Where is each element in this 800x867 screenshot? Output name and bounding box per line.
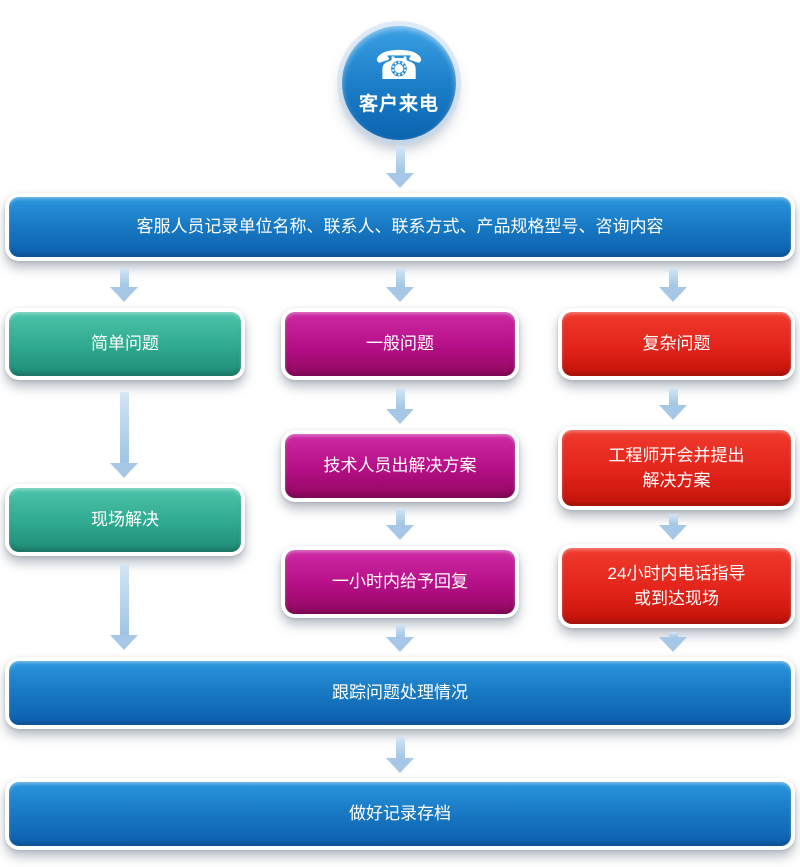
arrow-stem [119,564,129,636]
arrow-head [659,637,687,652]
arrow-stem [395,146,405,174]
node-tech-solution: 技术人员出解决方案 [281,430,519,502]
flow-arrow-down-icon [386,146,414,188]
node-24h-phone-guidance-label: 24小时内电话指导 或到达现场 [562,548,791,624]
node-simple-problem-label: 简单问题 [9,312,241,376]
arrow-stem [395,624,405,638]
node-general-problem-label: 一般问题 [285,312,515,376]
node-tech-solution-label: 技术人员出解决方案 [285,434,515,498]
arrow-stem [119,392,129,464]
node-general-problem: 一般问题 [281,308,519,380]
node-onsite-solve: 现场解决 [5,484,245,556]
flow-arrow-down-icon [386,737,414,773]
arrow-stem [668,632,678,638]
arrow-stem [668,268,678,288]
flow-arrow-down-icon [110,268,138,302]
arrow-head [110,287,138,302]
arrow-head [386,758,414,773]
flow-arrow-down-icon [110,564,138,650]
node-engineer-meeting: 工程师开会并提出 解决方案 [558,426,795,510]
node-onsite-solve-label: 现场解决 [9,488,241,552]
node-24h-phone-guidance: 24小时内电话指导 或到达现场 [558,544,795,628]
flow-arrow-down-icon [659,388,687,420]
arrow-head [386,637,414,652]
arrow-head [110,635,138,650]
arrow-stem [395,268,405,288]
arrow-head [659,525,687,540]
arrow-head [386,287,414,302]
node-complex-problem-label: 复杂问题 [562,312,791,376]
start-node-label: 客户来电 [358,94,439,115]
arrow-stem [668,388,678,406]
arrow-head [110,463,138,478]
node-reply-one-hour-label: 一小时内给予回复 [285,550,515,614]
arrow-head [386,525,414,540]
phone-icon: ☎ [374,44,424,88]
flow-arrow-down-icon [659,514,687,540]
arrow-head [386,409,414,424]
node-simple-problem: 简单问题 [5,308,245,380]
node-complex-problem: 复杂问题 [558,308,795,380]
flow-arrow-down-icon [386,508,414,540]
flow-arrow-down-icon [659,632,687,652]
node-reply-one-hour: 一小时内给予回复 [281,546,519,618]
bar-record-info: 客服人员记录单位名称、联系人、联系方式、产品规格型号、咨询内容 [5,193,795,261]
arrow-stem [668,514,678,526]
bar-track-progress: 跟踪问题处理情况 [5,657,795,729]
arrow-head [659,405,687,420]
flow-arrow-down-icon [386,388,414,424]
flow-arrow-down-icon [110,392,138,478]
arrow-stem [395,508,405,526]
bar-record-info-label: 客服人员记录单位名称、联系人、联系方式、产品规格型号、咨询内容 [9,197,791,257]
flow-arrow-down-icon [386,624,414,652]
bar-archive-records-label: 做好记录存档 [9,782,791,846]
arrow-head [386,173,414,188]
arrow-stem [395,737,405,759]
start-node-customer-call: ☎ 客户来电 [342,26,456,140]
bar-archive-records: 做好记录存档 [5,778,795,850]
bar-track-progress-label: 跟踪问题处理情况 [9,661,791,725]
arrow-stem [395,388,405,410]
flow-arrow-down-icon [659,268,687,302]
node-engineer-meeting-label: 工程师开会并提出 解决方案 [562,430,791,506]
arrow-head [659,287,687,302]
flow-arrow-down-icon [386,268,414,302]
arrow-stem [119,268,129,288]
